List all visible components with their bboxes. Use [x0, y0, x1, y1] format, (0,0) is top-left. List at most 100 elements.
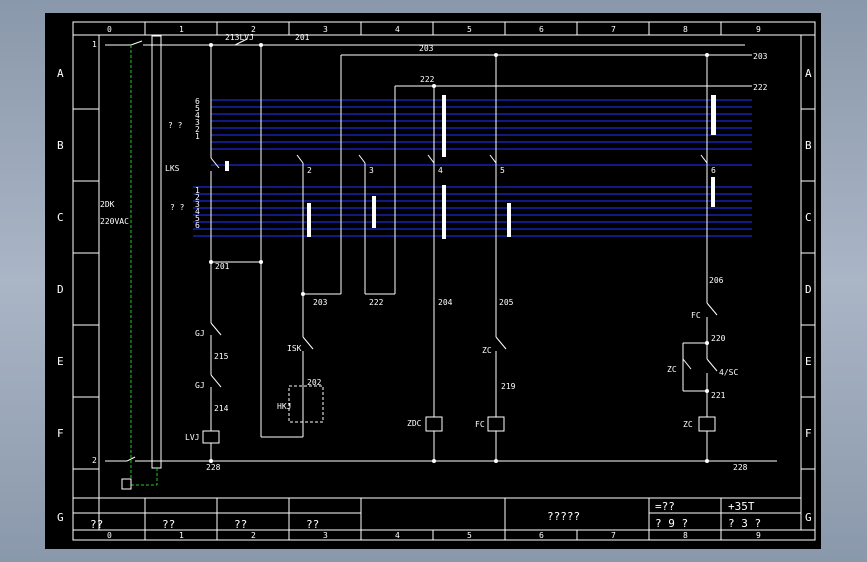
title-center: ?????: [547, 510, 580, 523]
contact-number: 2: [307, 166, 312, 175]
row-ruler: [73, 108, 815, 470]
title-cell-3: ??: [234, 518, 247, 531]
row-label: C: [805, 211, 812, 224]
cam-bar: [442, 95, 446, 157]
position-label: 5: [195, 214, 200, 223]
qq-top-label: ? ?: [168, 121, 183, 130]
row-label: D: [805, 283, 812, 296]
wire-label-204: 204: [438, 298, 453, 307]
column-label: 3: [323, 25, 328, 34]
position-label: 1: [195, 186, 200, 195]
column-label: 9: [756, 25, 761, 34]
column-label: 3: [323, 531, 328, 540]
contact-blade: [358, 154, 366, 164]
cam-bar: [442, 185, 446, 239]
column-label: 1: [179, 531, 184, 540]
wire-label-214: 214: [214, 404, 229, 413]
row-labels-right: A B C D E F G: [805, 67, 812, 524]
position-label: 4: [195, 111, 200, 120]
row-label: B: [805, 139, 812, 152]
row-label: E: [805, 355, 812, 368]
column-label: 8: [683, 531, 688, 540]
breaker-label: 2DK: [100, 200, 115, 209]
busbars: [105, 40, 777, 462]
asc-label: 4/SC: [719, 368, 738, 377]
title-cell-2: ??: [162, 518, 175, 531]
column-label: 4: [395, 25, 400, 34]
title-cell-4: ??: [306, 518, 319, 531]
cam-bar: [307, 203, 311, 237]
contact-blade: [296, 154, 304, 164]
wire-label-203-top: 203: [419, 44, 434, 53]
wire-label-202: 202: [307, 378, 322, 387]
row-label: A: [57, 67, 64, 80]
lvj-label: LVJ: [185, 433, 199, 442]
wire-label-222-top: 222: [420, 75, 435, 84]
fc-coil-label: FC: [475, 420, 485, 429]
column-label: 2: [251, 531, 256, 540]
column-label: 5: [467, 531, 472, 540]
zdc-label: ZDC: [407, 419, 422, 428]
title-cell-1: ??: [90, 518, 103, 531]
voltage-label: 220VAC: [100, 217, 129, 226]
column-label: 4: [395, 531, 400, 540]
feed-label-1: 1: [92, 40, 97, 49]
row-label: C: [57, 211, 64, 224]
wire-label-201-mid: 201: [215, 262, 230, 271]
wire-label-228-right: 228: [733, 463, 748, 472]
column-label: 0: [107, 25, 112, 34]
contact-number: 6: [711, 166, 716, 175]
column-ruler: [144, 22, 722, 540]
contact-columns: [364, 53, 718, 463]
position-label: 3: [195, 200, 200, 209]
column-label: 6: [539, 531, 544, 540]
row-label: E: [57, 355, 64, 368]
row-label: G: [805, 511, 812, 524]
column-label: 1: [179, 25, 184, 34]
gj-label-2: GJ: [195, 381, 205, 390]
gj-label-1: GJ: [195, 329, 205, 338]
position-label: 2: [195, 193, 200, 202]
isk-branch: [288, 163, 324, 437]
wire-label-222-right: 222: [753, 83, 768, 92]
zc-aux-label: ZC: [667, 365, 677, 374]
row-label: A: [805, 67, 812, 80]
wire-label-222-mid: 222: [369, 298, 384, 307]
position-label: 4: [195, 207, 200, 216]
wire-label-213: 213LVJ: [225, 33, 254, 42]
position-label: 2: [195, 125, 200, 134]
wire-label-205: 205: [499, 298, 514, 307]
wire-label-206: 206: [709, 276, 724, 285]
breaker-2dk: [121, 35, 162, 490]
column-label: 7: [611, 25, 616, 34]
sheet-number-2: ? 3 ?: [728, 517, 761, 530]
wire-label-201: 201: [295, 33, 310, 42]
lks-label: LKS: [165, 164, 180, 173]
sheet-number-1: ? 9 ?: [655, 517, 688, 530]
wire-label-203-right: 203: [753, 52, 768, 61]
zc-coil-label: ZC: [683, 420, 693, 429]
fc-contact-label: FC: [691, 311, 701, 320]
cam-bar: [711, 177, 715, 207]
row-label: F: [805, 427, 812, 440]
contact-blade: [427, 154, 435, 164]
cam-position-bars: [225, 95, 716, 239]
cam-contacts: [296, 154, 708, 177]
column-label: 6: [539, 25, 544, 34]
wire-label-203-mid: 203: [313, 298, 328, 307]
position-label: 6: [195, 97, 200, 106]
title-code-2: +35T: [728, 500, 755, 513]
hkj-label: HKJ: [277, 402, 291, 411]
row-label: B: [57, 139, 64, 152]
cam-bar: [372, 196, 376, 228]
contact-number: 3: [369, 166, 374, 175]
top-ruler: [72, 21, 816, 36]
contact-number: 4: [438, 166, 443, 175]
